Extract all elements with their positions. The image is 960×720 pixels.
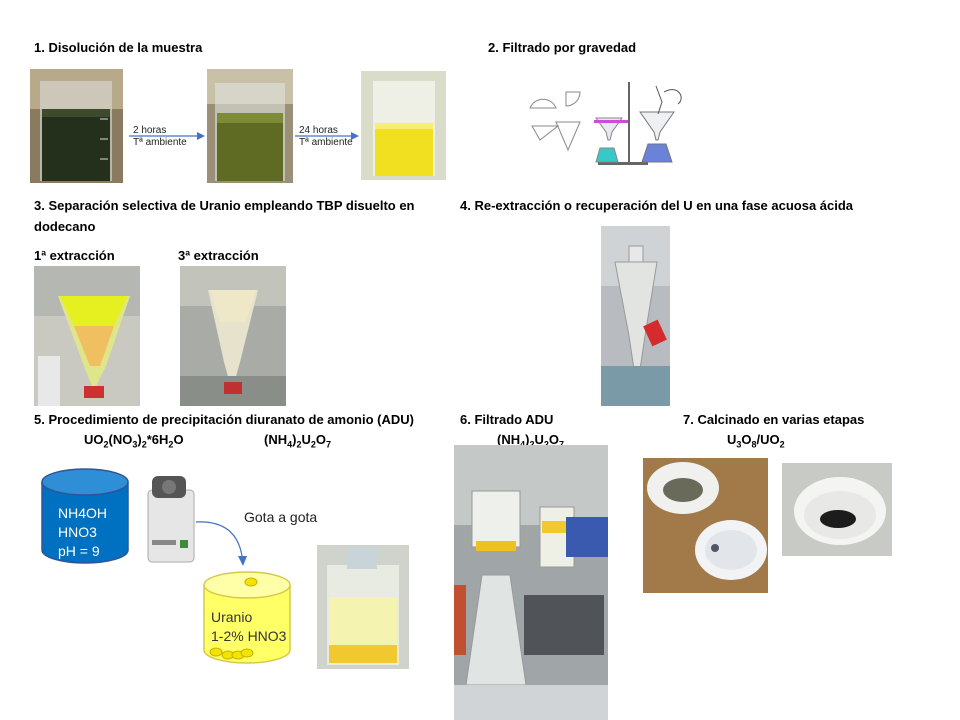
photo-third-extraction-funnel — [180, 266, 286, 406]
drop-label: Gota a gota — [244, 509, 318, 525]
formula-adu-step5: (NH4)2U2O7 — [264, 432, 332, 450]
step4-title: 4. Re-extracción o recuperación del U en… — [460, 198, 854, 213]
formula-uranium-oxides: U3O8/UO2 — [727, 432, 785, 450]
drip-arrow — [195, 521, 247, 566]
peristaltic-pump — [147, 476, 195, 563]
photo-adu-filtration — [454, 445, 608, 720]
yellow-drum — [203, 571, 291, 664]
photo-reextraction-funnel — [601, 226, 670, 406]
photo-dark-solution-beaker — [30, 69, 123, 183]
photo-oxide-powder-crucible — [782, 463, 892, 556]
blue-drum — [41, 468, 129, 564]
step3-title-line1: 3. Separación selectiva de Uranio emplea… — [34, 198, 415, 213]
photo-green-solution-beaker — [207, 69, 293, 183]
photo-calcination-crucibles — [643, 458, 768, 593]
step1-title: 1. Disolución de la muestra — [34, 40, 203, 55]
formula-uranyl-nitrate: UO2(NO3)2*6H2O — [84, 432, 184, 450]
step3-label-first-extraction: 1ª extracción — [34, 248, 115, 263]
step6-title: 6. Filtrado ADU — [460, 412, 554, 427]
formula-adu-step6: (NH4)2U2O7 — [497, 432, 565, 450]
filtration-sketch — [528, 78, 690, 166]
photo-first-extraction-funnel — [34, 266, 140, 406]
step3-label-third-extraction: 3ª extracción — [178, 248, 259, 263]
step5-title: 5. Procedimiento de precipitación diuran… — [34, 412, 414, 427]
step3-title-line2: dodecano — [34, 219, 96, 234]
photo-yellow-solution-beaker — [361, 71, 446, 180]
step7-title: 7. Calcinado en varias etapas — [683, 412, 865, 427]
step2-title: 2. Filtrado por gravedad — [488, 40, 637, 55]
arrow-2h — [129, 132, 205, 140]
arrow-24h — [295, 132, 359, 140]
photo-adu-precipitate-beaker — [317, 545, 409, 669]
